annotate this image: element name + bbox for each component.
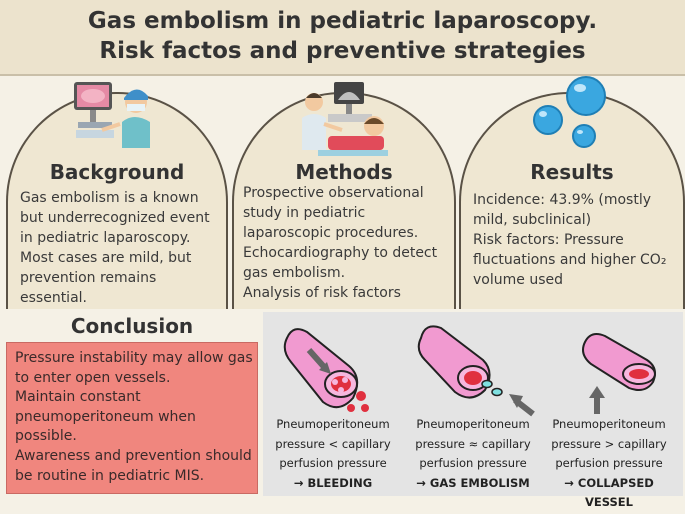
mechanism-panel: Pneumoperitoneum pressure < capillary pe… bbox=[263, 312, 683, 509]
methods-line: gas embolism. bbox=[243, 265, 346, 281]
title-line-2: Risk factos and preventive strategies bbox=[99, 38, 586, 64]
background-line: in pediatric laparoscopy. bbox=[20, 230, 191, 246]
collapsed-vessel-caption-line: pressure > capillary bbox=[551, 436, 667, 451]
background-line: essential. bbox=[20, 290, 87, 306]
methods-line: Prospective observational bbox=[243, 185, 424, 201]
background-text: Gas embolism is a known but underrecogni… bbox=[20, 188, 220, 308]
methods-text: Prospective observational study in pedia… bbox=[243, 183, 448, 303]
conclusion-line: pneumoperitoneum when bbox=[15, 408, 196, 425]
methods-line: Echocardiography to detect bbox=[243, 245, 438, 261]
conclusion-line: be routine in pediatric MIS. bbox=[15, 467, 205, 484]
gas-embolism-outcome: → GAS EMBOLISM bbox=[416, 475, 530, 490]
results-line: fluctuations and higher CO₂ bbox=[473, 252, 667, 268]
methods-line: laparoscopic procedures. bbox=[243, 225, 419, 241]
methods-line: Analysis of risk factors bbox=[243, 285, 401, 301]
results-line: Risk factors: Pressure bbox=[473, 232, 624, 248]
background-line: Most cases are mild, but bbox=[20, 250, 192, 266]
bleeding-caption: Pneumoperitoneum pressure < capillary pe… bbox=[263, 415, 403, 493]
gas-embolism-caption-line: perfusion pressure bbox=[419, 456, 527, 470]
echocardiography-icon bbox=[302, 82, 388, 156]
results-text: Incidence: 43.9% (mostly mild, subclinic… bbox=[473, 190, 677, 290]
background-line: Gas embolism is a known bbox=[20, 190, 199, 206]
bleeding-caption-line: pressure < capillary bbox=[275, 436, 391, 451]
background-title: Background bbox=[49, 160, 185, 184]
background-line: prevention remains bbox=[20, 270, 157, 286]
results-line: Incidence: 43.9% (mostly bbox=[473, 192, 651, 208]
collapsed-vessel-icon bbox=[582, 333, 656, 414]
conclusion-line: possible. bbox=[15, 428, 77, 445]
surgeon-monitor-icon bbox=[74, 82, 150, 148]
title-line-1: Gas embolism in pediatric laparoscopy. bbox=[87, 8, 598, 34]
collapsed-vessel-caption-line: Pneumoperitoneum bbox=[552, 417, 666, 431]
conclusion-line: Maintain constant bbox=[15, 389, 141, 406]
gas-embolism-vessel-icon bbox=[417, 325, 535, 417]
gas-embolism-caption: Pneumoperitoneum pressure ≈ capillary pe… bbox=[403, 415, 543, 493]
conclusion-line: Pressure instability may allow gas bbox=[15, 350, 253, 366]
conclusion-line: Awareness and prevention should bbox=[15, 447, 252, 464]
results-line: volume used bbox=[473, 272, 563, 288]
collapsed-vessel-caption-line: perfusion pressure bbox=[555, 456, 663, 470]
header-banner: Gas embolism in pediatric laparoscopy. R… bbox=[0, 0, 685, 76]
gas-bubbles-icon bbox=[533, 76, 606, 148]
conclusion-box: Pressure instability may allow gas to en… bbox=[6, 342, 258, 494]
results-line: mild, subclinical) bbox=[473, 212, 592, 228]
conclusion-title: Conclusion bbox=[70, 314, 194, 338]
gas-embolism-caption-line: pressure ≈ capillary bbox=[415, 436, 531, 451]
bleeding-outcome: → BLEEDING bbox=[293, 475, 373, 490]
bleeding-caption-line: Pneumoperitoneum bbox=[276, 417, 390, 431]
bleeding-vessel-icon bbox=[283, 328, 369, 412]
gas-embolism-caption-line: Pneumoperitoneum bbox=[416, 417, 530, 431]
background-line: but underrecognized event bbox=[20, 210, 210, 226]
methods-title: Methods bbox=[295, 160, 393, 184]
collapsed-vessel-outcome: → COLLAPSED VESSEL bbox=[564, 475, 654, 510]
methods-card: Methods Prospective observational study … bbox=[232, 92, 456, 309]
methods-line: study in pediatric bbox=[243, 205, 366, 221]
conclusion-line: to enter open vessels. bbox=[15, 369, 171, 386]
bleeding-caption-line: perfusion pressure bbox=[279, 456, 387, 470]
results-title: Results bbox=[530, 160, 614, 184]
collapsed-vessel-caption: Pneumoperitoneum pressure > capillary pe… bbox=[539, 415, 679, 513]
background-card: Background Gas embolism is a known but u… bbox=[6, 92, 228, 309]
results-card: Results Incidence: 43.9% (mostly mild, s… bbox=[459, 92, 685, 309]
